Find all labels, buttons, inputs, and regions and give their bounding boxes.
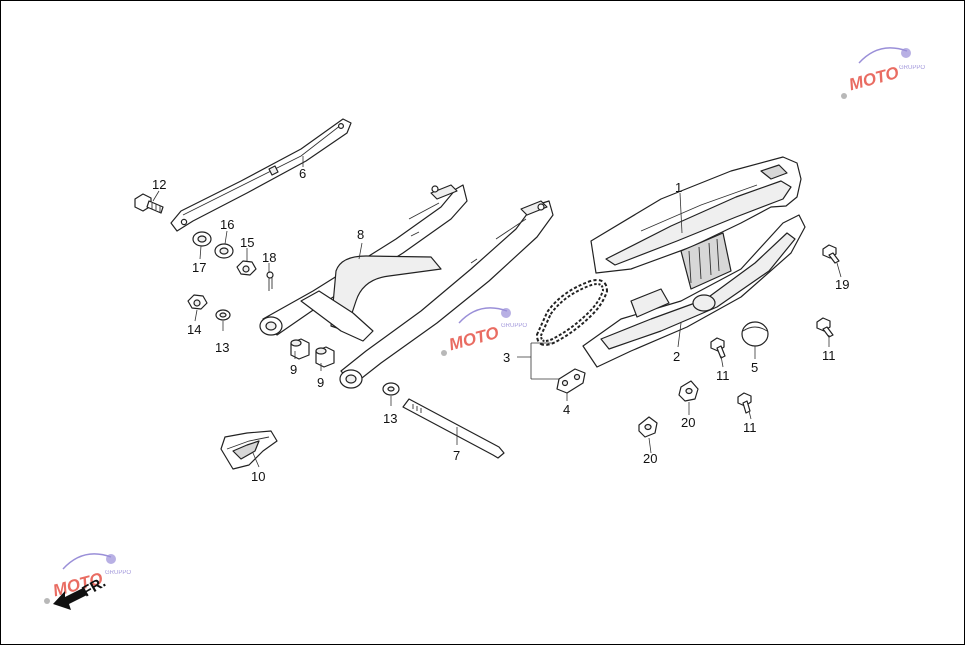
part-11-bolt-a [710,337,726,359]
watermark-sub: GRUPPO [501,323,527,329]
part-6-chain-guide-bar [170,118,352,232]
callout-label: 16 [220,217,234,232]
callout-label: 2 [673,349,680,364]
callout-label: 9 [290,362,297,377]
part-10-chain-slider [220,430,278,470]
callout-label: 7 [453,448,460,463]
callout-label: 15 [240,235,254,250]
front-arrow-icon [53,588,87,610]
callout-label: 11 [822,348,836,363]
callout-label: 11 [743,420,757,435]
callout-label: 20 [681,415,695,430]
callout-label: 6 [299,166,306,181]
watermark-brand: MOTO [847,63,901,94]
part-7-pivot-shaft [402,398,505,459]
watermark-sub: GRUPPO [899,65,925,71]
part-12-bolt [134,193,164,214]
callout-label: 18 [262,250,276,265]
callout-label: 10 [251,469,265,484]
part-20-grommet-a [678,380,699,402]
part-19-bolt [822,244,840,264]
part-4-master-link [556,368,586,394]
callout-label: 20 [643,451,657,466]
watermark-center: MOTO GRUPPO [441,307,527,356]
callout-label: 12 [152,177,166,192]
callout-label: 17 [192,260,206,275]
callout-label: 14 [187,322,201,337]
part-9-spacer-left [290,338,310,360]
callout-label: 11 [716,368,730,383]
callout-label: 1 [675,180,682,195]
callout-label: 5 [751,360,758,375]
part-20-grommet-b [638,416,658,438]
part-11-bolt-c [737,392,752,414]
callout-label: 19 [835,277,849,292]
watermark-sub: GRUPPO [105,570,131,576]
callout-label: 13 [383,411,397,426]
part-14-nut [187,294,208,310]
part-15-nut [236,260,257,276]
callout-label: 9 [317,375,324,390]
callout-numbers: 1 2 3 4 5 6 7 8 9 9 10 11 11 11 12 13 13… [152,166,849,484]
part-5-cap [741,321,769,347]
leader-lines [152,156,842,468]
part-8-swingarm [259,184,554,389]
part-17-washer [192,231,212,247]
part-13-washer-left [215,309,231,321]
part-1-upper-chain-guard [590,156,802,274]
part-2-lower-chain-guard [582,214,806,368]
part-18-cotter-pin [266,271,274,291]
part-3-drive-chain [535,279,609,346]
callout-label: 3 [503,350,510,365]
callout-label: 13 [215,340,229,355]
callout-label: 4 [563,402,570,417]
watermark-top-right: MOTO GRUPPO [841,47,925,99]
part-13-washer-center [382,382,400,396]
part-16-collar [214,243,234,259]
part-11-bolt-b [816,317,834,338]
watermark-brand: MOTO [447,323,501,354]
part-9-spacer-right [315,346,335,368]
callout-label: 8 [357,227,364,242]
